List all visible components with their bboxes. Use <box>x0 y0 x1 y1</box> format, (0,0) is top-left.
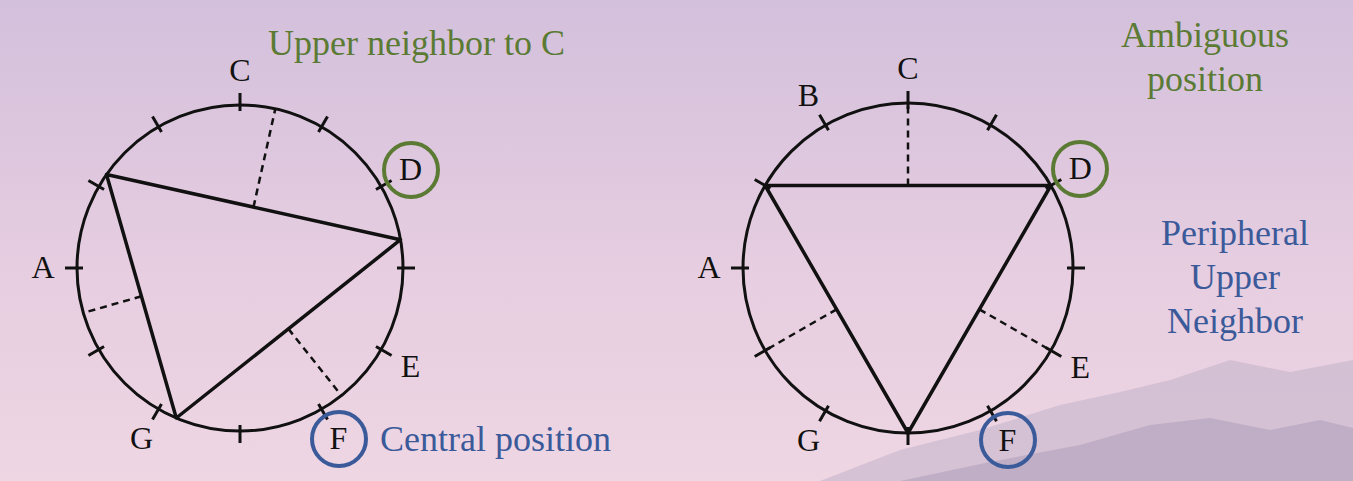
chord-triangle <box>765 186 1051 434</box>
dashed-bisectors <box>83 109 341 396</box>
tick-marks <box>65 93 415 443</box>
right-pitch-circle <box>731 91 1085 445</box>
note-label: C <box>897 51 918 86</box>
note-label: A <box>31 250 54 285</box>
pitch-circle <box>743 103 1073 433</box>
annotation-text: Peripheral Upper Neighbor <box>1130 212 1340 344</box>
note-label: F <box>999 423 1017 458</box>
note-label: D <box>399 152 422 187</box>
annotation-text: Central position <box>380 418 710 462</box>
mountain-near <box>900 418 1353 481</box>
note-label: G <box>797 423 820 458</box>
pitch-circle <box>77 105 403 431</box>
note-label: F <box>330 421 348 456</box>
note-label: A <box>697 250 720 285</box>
note-label: B <box>798 78 819 113</box>
annotation-text: Ambiguous position <box>1090 14 1320 102</box>
tick-marks <box>731 91 1085 445</box>
circled-note: D <box>1051 140 1109 198</box>
dashed-bisectors <box>765 103 1051 351</box>
note-label: G <box>130 421 153 456</box>
note-label: E <box>1071 350 1091 385</box>
annotation-text: Upper neighbor to C <box>268 22 688 66</box>
note-label: C <box>229 53 250 88</box>
circled-note: F <box>979 411 1037 469</box>
circled-note: F <box>310 410 368 468</box>
chord-triangle <box>107 175 401 419</box>
left-pitch-circle <box>65 93 415 443</box>
circled-note: D <box>382 141 440 199</box>
note-label: D <box>1069 151 1092 186</box>
note-label: E <box>401 349 421 384</box>
